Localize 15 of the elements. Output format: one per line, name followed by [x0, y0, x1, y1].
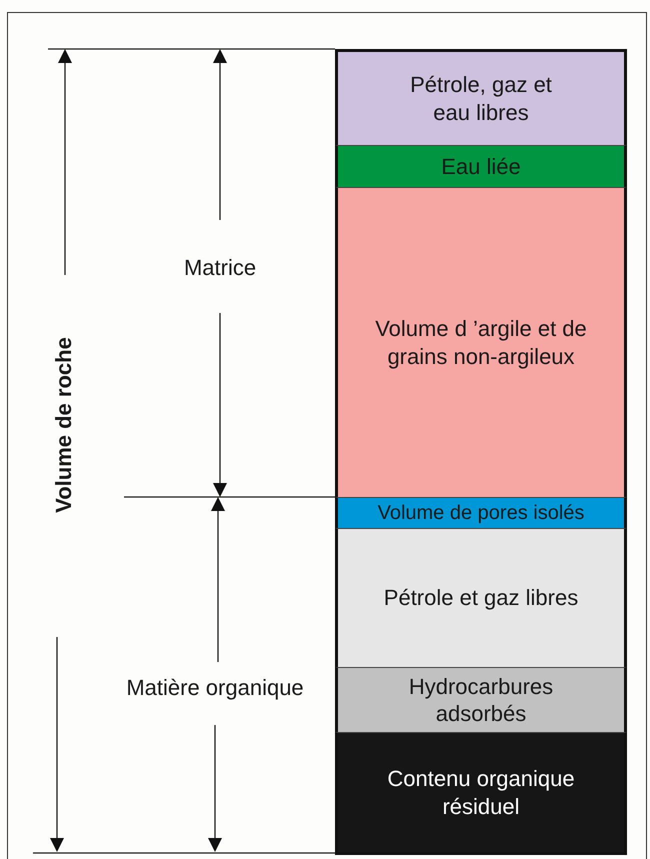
layer-band [335, 732, 627, 855]
layer-label: Contenu organique résiduel [386, 765, 576, 820]
layer-label: Volume de pores isolés [378, 500, 584, 526]
layer-label: Hydrocarbures adsorbés [408, 672, 554, 728]
layer-label: Volume d ’argile et de grains non-argileux [374, 315, 588, 370]
layer-band [335, 145, 627, 187]
layer-band [335, 187, 627, 497]
layer-label: Pétrole et gaz libres [384, 584, 578, 612]
layer-band [335, 667, 627, 732]
layer-band [335, 528, 627, 667]
axis-label: Volume de roche [51, 337, 77, 513]
layer-label: Eau liée [441, 152, 521, 180]
layer-band [335, 497, 627, 528]
layer-band [335, 49, 627, 145]
layer-label: Pétrole, gaz et eau libres [409, 71, 553, 126]
